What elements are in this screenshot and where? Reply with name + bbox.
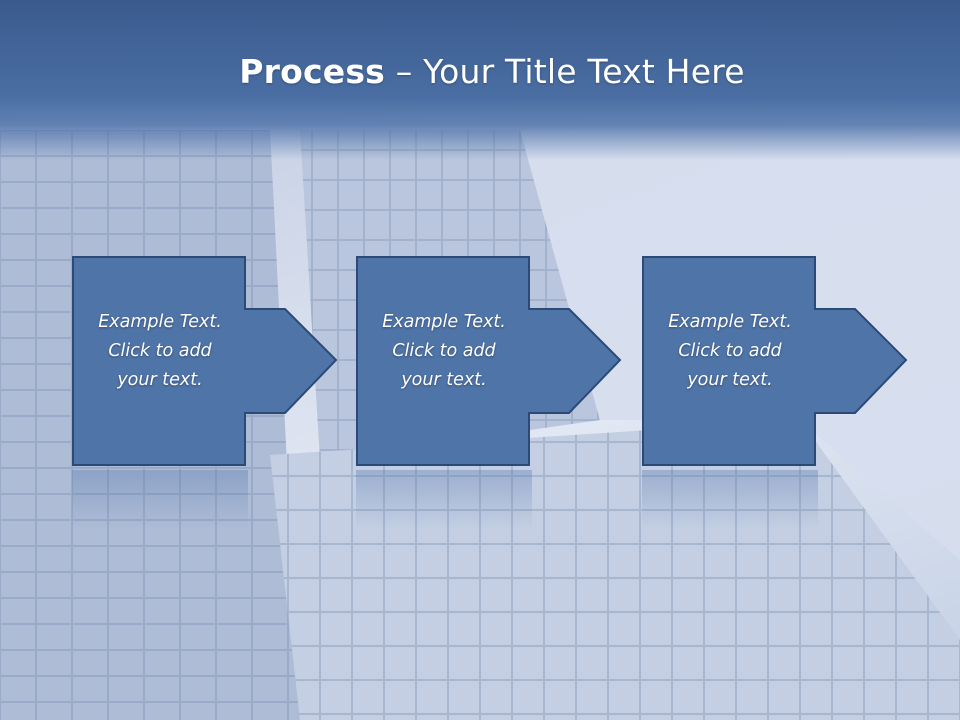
step-2-text[interactable]: Example Text. Click to add your text.	[382, 312, 506, 390]
step-1-text[interactable]: Example Text. Click to add your text.	[98, 312, 222, 390]
process-step-2[interactable]: Example Text. Click to add your text.	[356, 256, 628, 468]
arrow-shape-2	[356, 256, 622, 466]
title-band	[0, 0, 960, 160]
slide-title-bold: Process	[239, 52, 386, 91]
step-1-reflection	[72, 470, 248, 530]
process-step-3[interactable]: Example Text. Click to add your text.	[642, 256, 914, 468]
slide-title[interactable]: Process – Your Title Text Here	[0, 52, 960, 91]
arrow-shape-3	[642, 256, 908, 466]
slide-title-rest: – Your Title Text Here	[385, 52, 745, 91]
arrow-shape-1	[72, 256, 338, 466]
step-2-reflection	[356, 470, 532, 530]
step-3-reflection	[642, 470, 818, 530]
process-step-1[interactable]: Example Text. Click to add your text.	[72, 256, 344, 468]
step-3-text[interactable]: Example Text. Click to add your text.	[668, 312, 792, 390]
